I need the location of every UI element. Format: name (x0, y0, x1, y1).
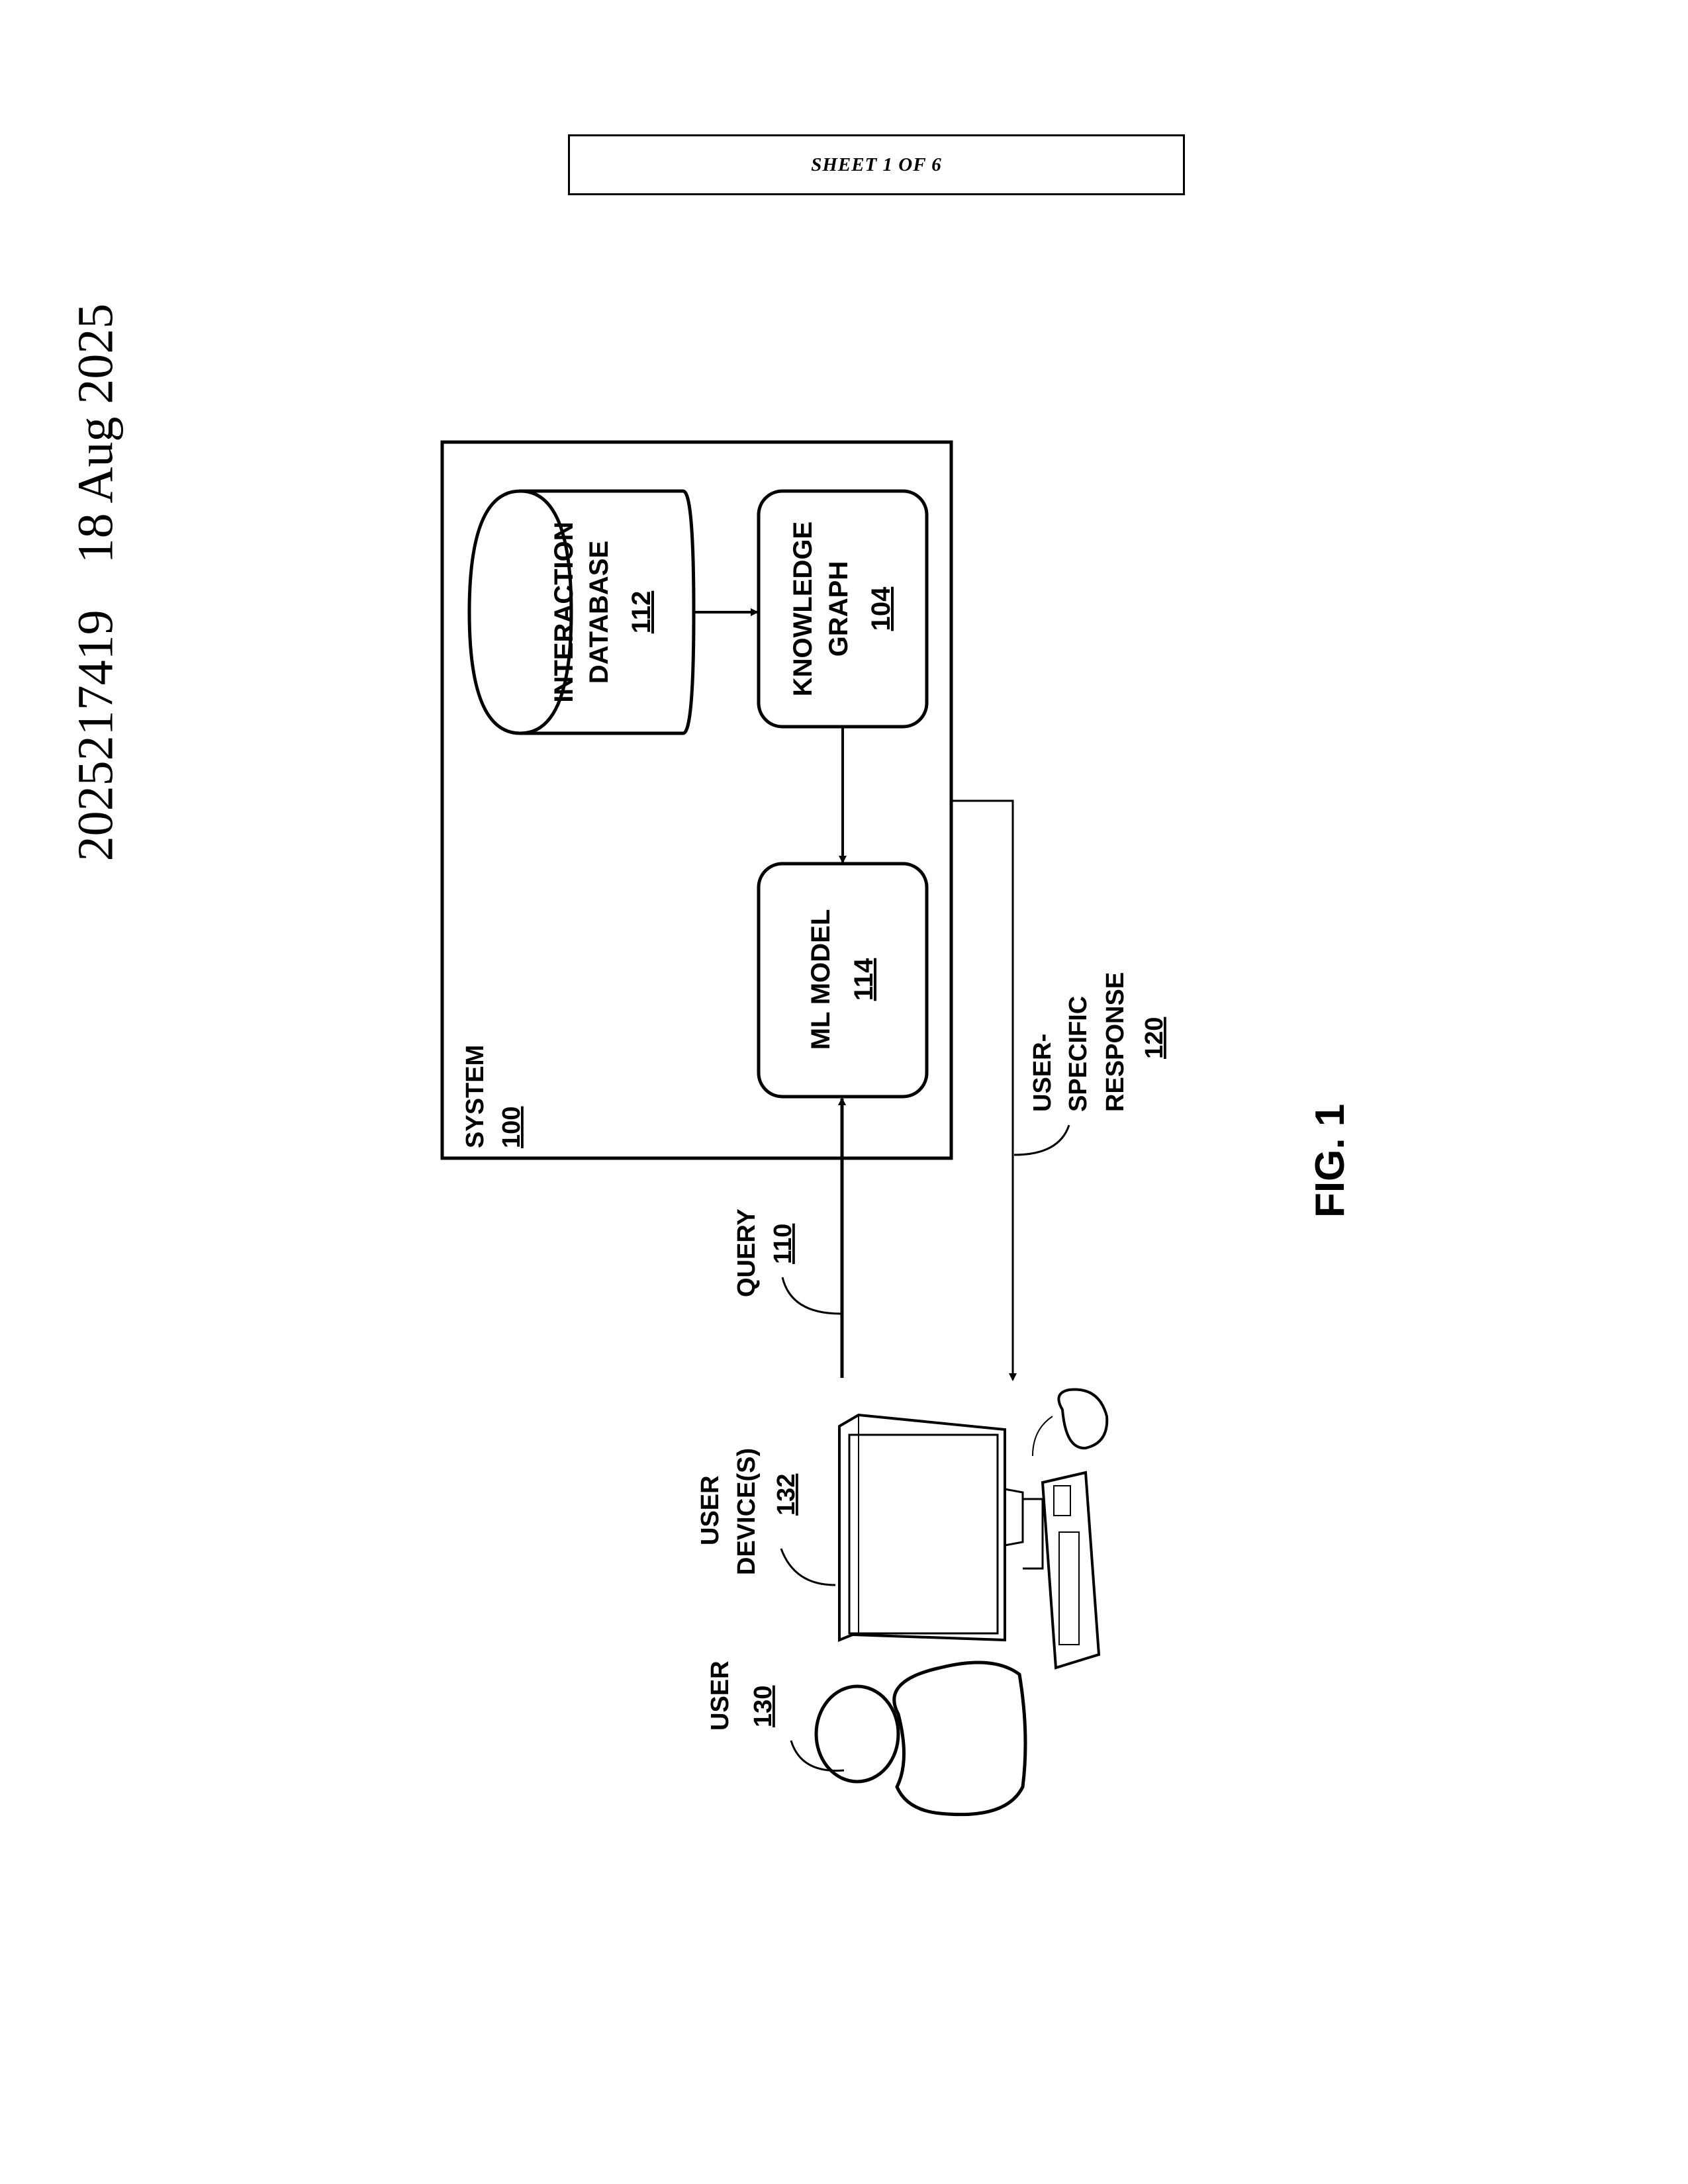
user-person-icon (816, 1662, 1025, 1815)
user-device-icon (839, 1390, 1107, 1668)
response-line3: RESPONSE (1102, 972, 1129, 1112)
interaction-database-cylinder (469, 491, 694, 733)
ml-model-ref: 114 (849, 958, 878, 1001)
response-arrow (951, 801, 1013, 1380)
interaction-database-line1: INTERACTION (549, 522, 579, 702)
query-label: QUERY (733, 1208, 761, 1297)
interaction-database-line2: DATABASE (585, 541, 614, 684)
interaction-database-ref: 112 (627, 591, 656, 634)
user-device-ref: 132 (773, 1474, 800, 1516)
knowledge-graph-ref: 104 (867, 586, 896, 631)
user-ref: 130 (749, 1686, 777, 1727)
query-leader (782, 1277, 841, 1314)
response-leader (1014, 1125, 1069, 1155)
figure-caption: FIG. 1 (1307, 1104, 1353, 1218)
response-line1: USER- (1029, 1034, 1056, 1112)
ml-model-label: ML MODEL (806, 909, 835, 1050)
system-ref: 100 (498, 1107, 526, 1148)
system-label: SYSTEM (461, 1045, 489, 1148)
query-ref: 110 (769, 1224, 797, 1264)
user-device-line1: USER (696, 1475, 724, 1545)
knowledge-graph-line1: KNOWLEDGE (788, 522, 818, 696)
user-device-line2: DEVICE(S) (733, 1448, 761, 1575)
response-line2: SPECIFIC (1064, 996, 1092, 1112)
user-label: USER (706, 1661, 734, 1731)
ml-model-box (759, 864, 927, 1097)
user-device-leader (781, 1549, 835, 1585)
response-ref: 120 (1141, 1017, 1168, 1059)
knowledge-graph-line2: GRAPH (824, 561, 853, 657)
